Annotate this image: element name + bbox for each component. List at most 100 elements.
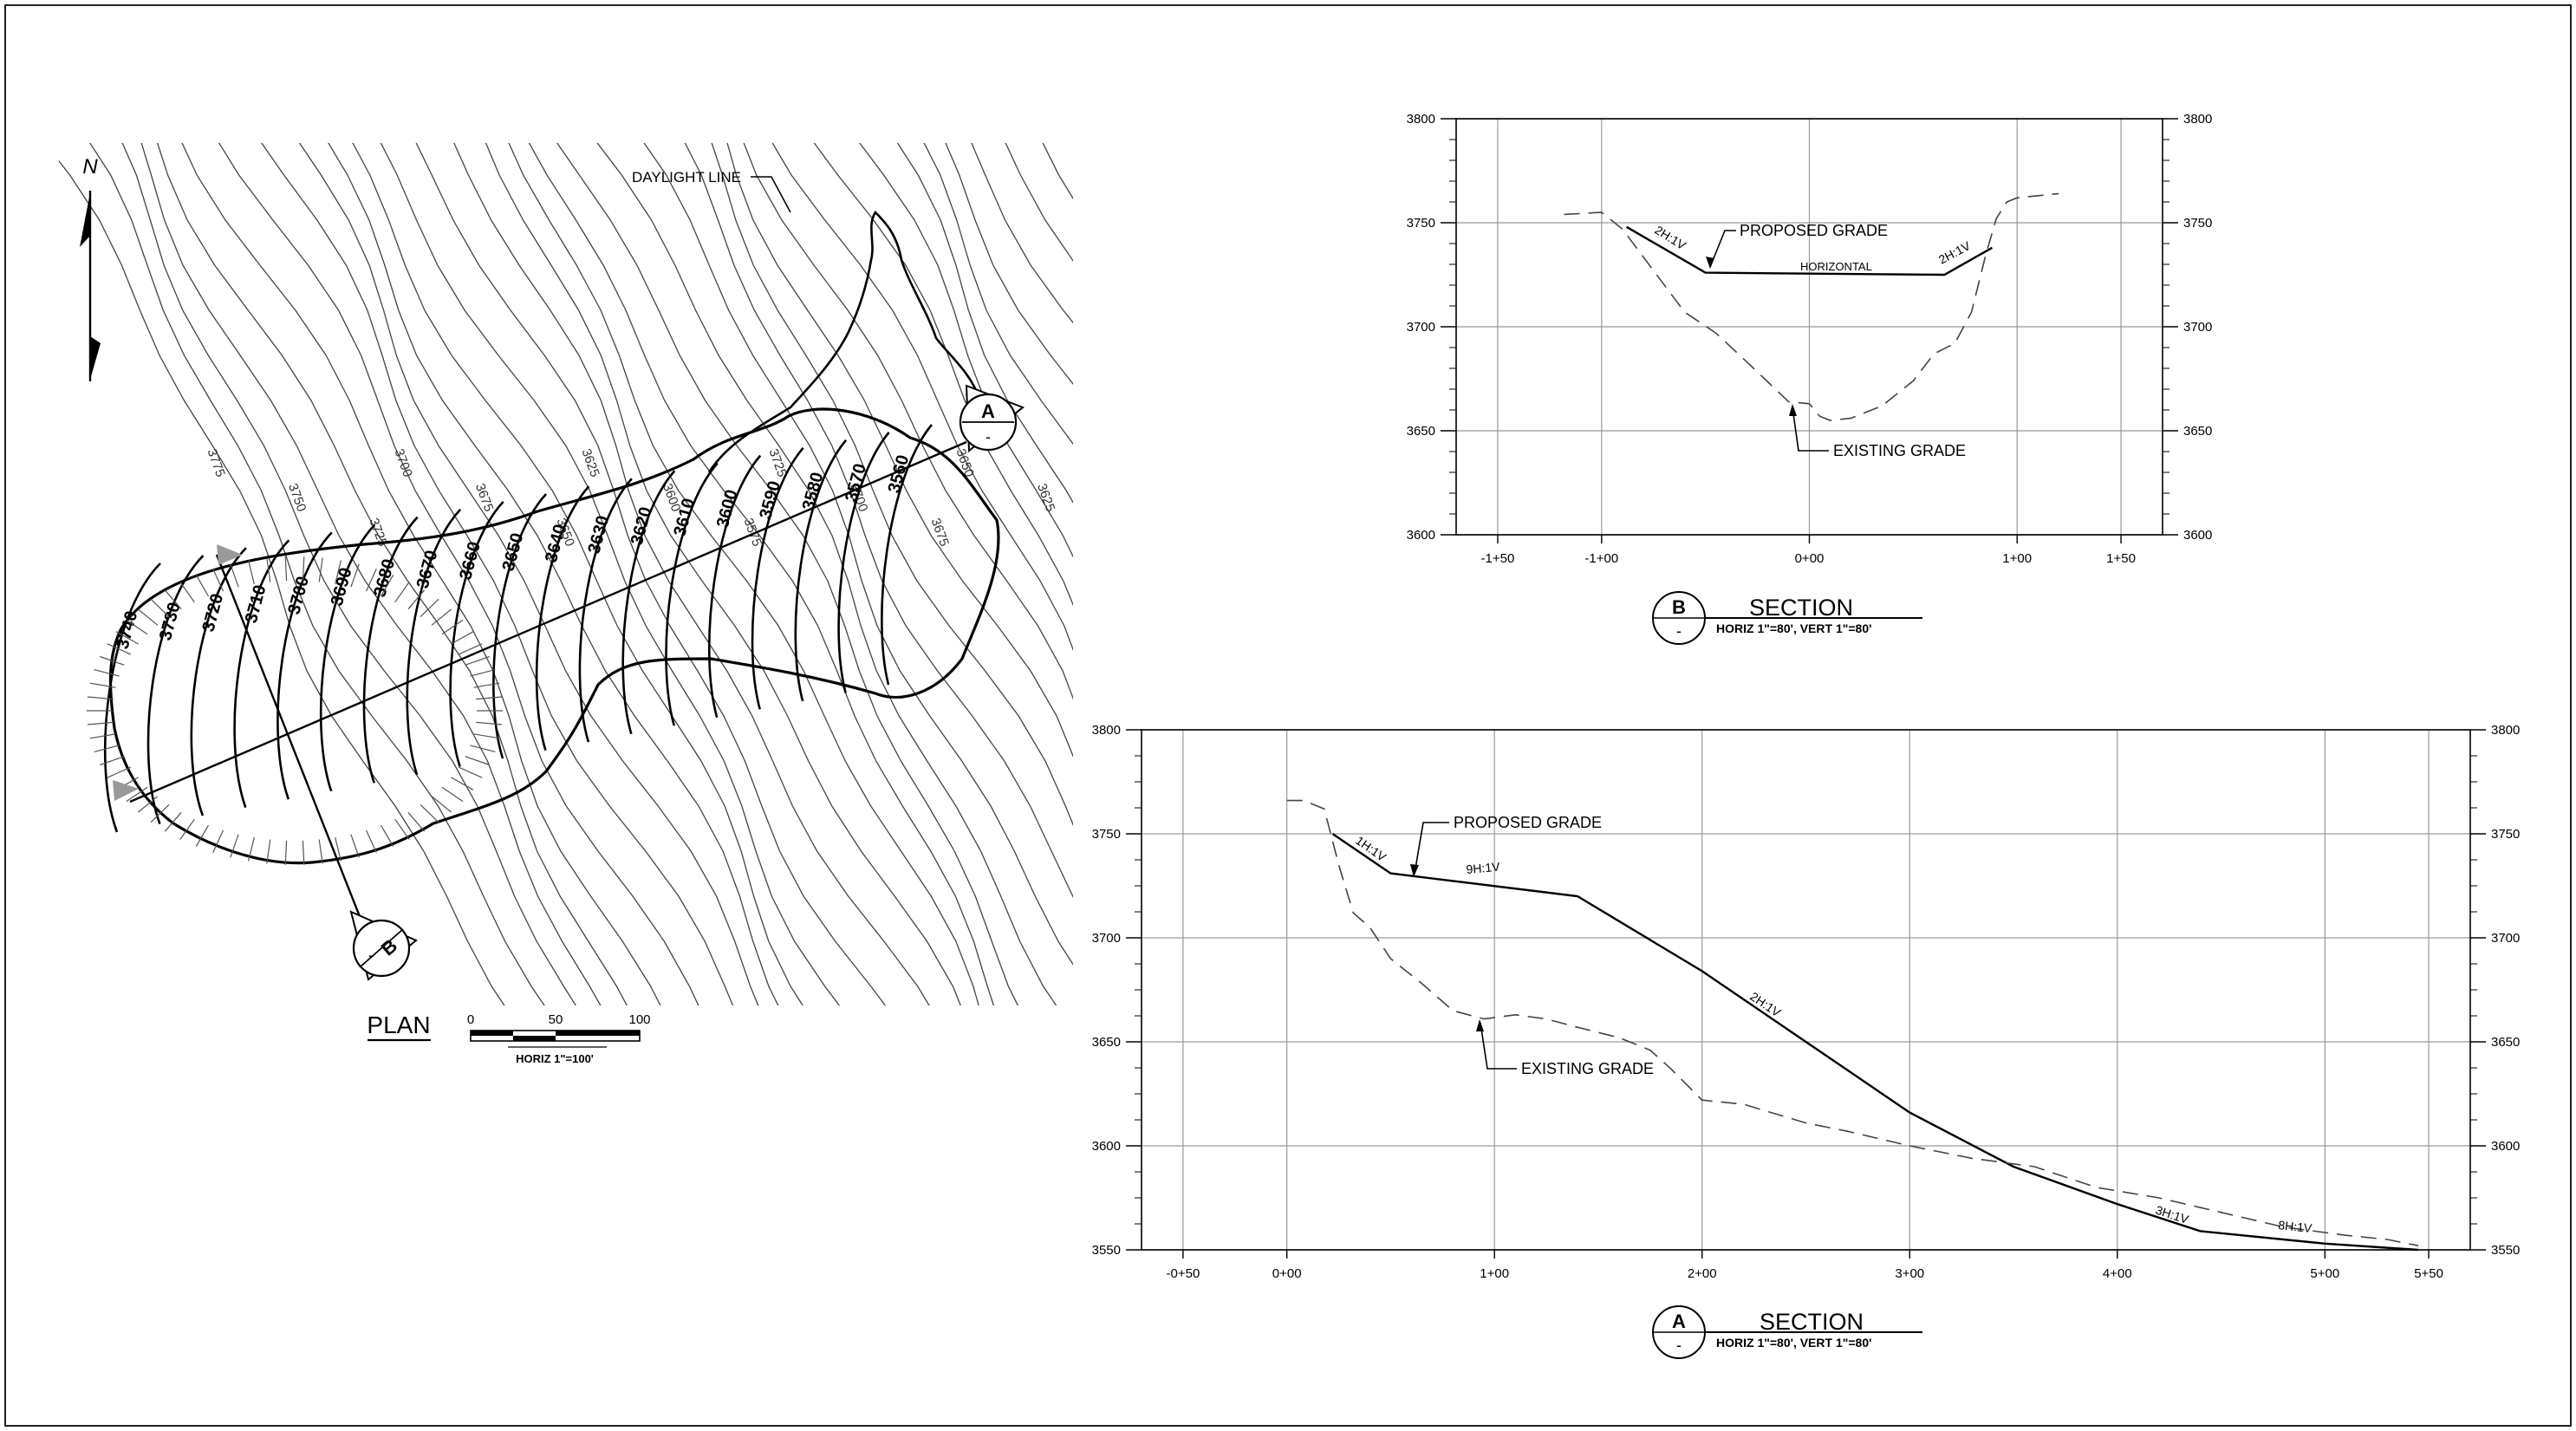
hatch-line <box>89 682 116 688</box>
hatch-line <box>441 786 464 803</box>
contour-line <box>508 143 979 1005</box>
y-tick-label-left: 3600 <box>1092 1139 1121 1154</box>
hatch-line <box>365 829 377 853</box>
bold-contour-line <box>794 439 848 702</box>
hatch-line <box>451 631 474 645</box>
x-tick-label: 4+00 <box>2103 1266 2132 1281</box>
hatch-line <box>318 839 323 864</box>
hatch-line <box>150 598 170 618</box>
contour-line <box>945 143 1073 385</box>
slope-label-2: 9H:1V <box>1466 860 1501 876</box>
hatch-line <box>126 786 148 803</box>
y-tick-label-left: 3800 <box>1407 112 1435 127</box>
hatch-line <box>470 745 496 752</box>
x-tick-label: 5+50 <box>2414 1266 2443 1281</box>
y-tick-label-left: 3650 <box>1092 1035 1121 1050</box>
hatch-line <box>107 643 132 655</box>
hatch-line <box>87 696 114 700</box>
y-tick-label-right: 3550 <box>2491 1243 2520 1258</box>
hatch-line <box>195 575 210 597</box>
hatch-line <box>266 557 271 582</box>
hatch-line <box>458 643 483 655</box>
hatch-line <box>212 569 224 592</box>
section-a-title: SECTION <box>1760 1309 1864 1335</box>
plan-title: PLAN <box>367 1011 430 1038</box>
y-tick-label-right: 3600 <box>2183 528 2212 543</box>
y-tick-label-left: 3800 <box>1092 723 1121 738</box>
hatch-line <box>441 619 464 635</box>
hatch-line <box>230 563 239 588</box>
contour-line <box>218 143 699 1005</box>
contour-line <box>859 143 1073 558</box>
bold-contour-line <box>492 493 547 759</box>
hatch-line <box>137 796 159 813</box>
x-tick-label: 0+00 <box>1272 1266 1302 1281</box>
contour-line <box>380 143 841 1005</box>
y-tick-label-left: 3650 <box>1407 424 1435 439</box>
section-marker-b-plan: B - <box>349 910 418 981</box>
chart-frame <box>1141 729 2471 1251</box>
y-tick-label-right: 3650 <box>2183 424 2212 439</box>
bold-contour-line <box>707 454 762 719</box>
contour-line <box>453 143 930 1005</box>
contour-line <box>643 143 1073 966</box>
bold-contour-line <box>621 470 676 735</box>
hatch-line <box>465 655 490 666</box>
contour-line <box>298 143 759 1005</box>
section-arrow-a-left <box>113 780 139 801</box>
hatch-line <box>164 811 182 832</box>
section-line-b <box>215 554 366 928</box>
contour-line <box>261 143 734 1005</box>
y-tick-label-right: 3750 <box>2183 216 2212 231</box>
bold-contour-line <box>103 563 161 833</box>
bold-contour-line <box>535 485 590 751</box>
y-tick-label-right: 3650 <box>2491 1035 2520 1050</box>
contour-line <box>156 143 628 1005</box>
hatch-line <box>150 803 170 823</box>
bold-contour-line <box>233 539 290 809</box>
scale-tick-0: 0 <box>467 1012 474 1027</box>
hatch-line <box>394 582 410 603</box>
contour-line <box>743 143 1073 700</box>
contour-line <box>711 143 1073 826</box>
hatch-line <box>179 582 195 603</box>
y-tick-label-left: 3700 <box>1092 931 1121 946</box>
hatch-line <box>465 756 490 766</box>
hatch-line <box>350 563 360 588</box>
hatch-line <box>380 824 394 847</box>
scale-bar: 0 50 100 HORIZ 1"=100' <box>467 1012 651 1065</box>
x-tick-label: 5+00 <box>2310 1266 2339 1281</box>
hatch-line <box>335 837 342 862</box>
existing-arrowhead <box>1476 1019 1484 1031</box>
scale-note: HORIZ 1"=100' <box>516 1052 594 1065</box>
hatch-line <box>407 589 426 610</box>
hatch-line <box>87 721 114 725</box>
slope-label-5: 8H:1V <box>2278 1218 2313 1235</box>
section-b-title: SECTION <box>1749 595 1853 621</box>
contour-line <box>896 143 1073 504</box>
daylight-leader <box>751 176 791 213</box>
y-tick-label-left: 3750 <box>1407 216 1435 231</box>
scale-tick-100: 100 <box>628 1012 650 1027</box>
y-tick-label-right: 3700 <box>2491 931 2520 946</box>
contour-line <box>59 159 505 1005</box>
x-tick-label: 3+00 <box>1895 1266 1924 1281</box>
contour-line <box>328 143 779 1005</box>
hatch-line <box>89 733 116 739</box>
horizontal-label: HORIZONTAL <box>1800 260 1872 273</box>
contour-line <box>971 143 1073 324</box>
hatch-line <box>100 756 125 766</box>
bold-contour-line <box>449 501 504 767</box>
hatch-line <box>107 766 132 778</box>
contour-line <box>89 143 545 1005</box>
plan-view: 3775375037253700367536503625360035753725… <box>59 143 1073 1065</box>
scale-tick-50: 50 <box>549 1012 563 1027</box>
y-tick-label-right: 3800 <box>2183 112 2212 127</box>
daylight-line-label: DAYLIGHT LINE <box>632 169 741 185</box>
section-marker-a-plan: A - <box>959 384 1025 453</box>
contour-line <box>771 143 1073 652</box>
section-a-marker-sub: - <box>1676 1337 1682 1354</box>
section-b-title-block: B - SECTION HORIZ 1"=80', VERT 1"=80' <box>1652 591 1922 645</box>
proposed-grade-line <box>1625 225 1993 276</box>
